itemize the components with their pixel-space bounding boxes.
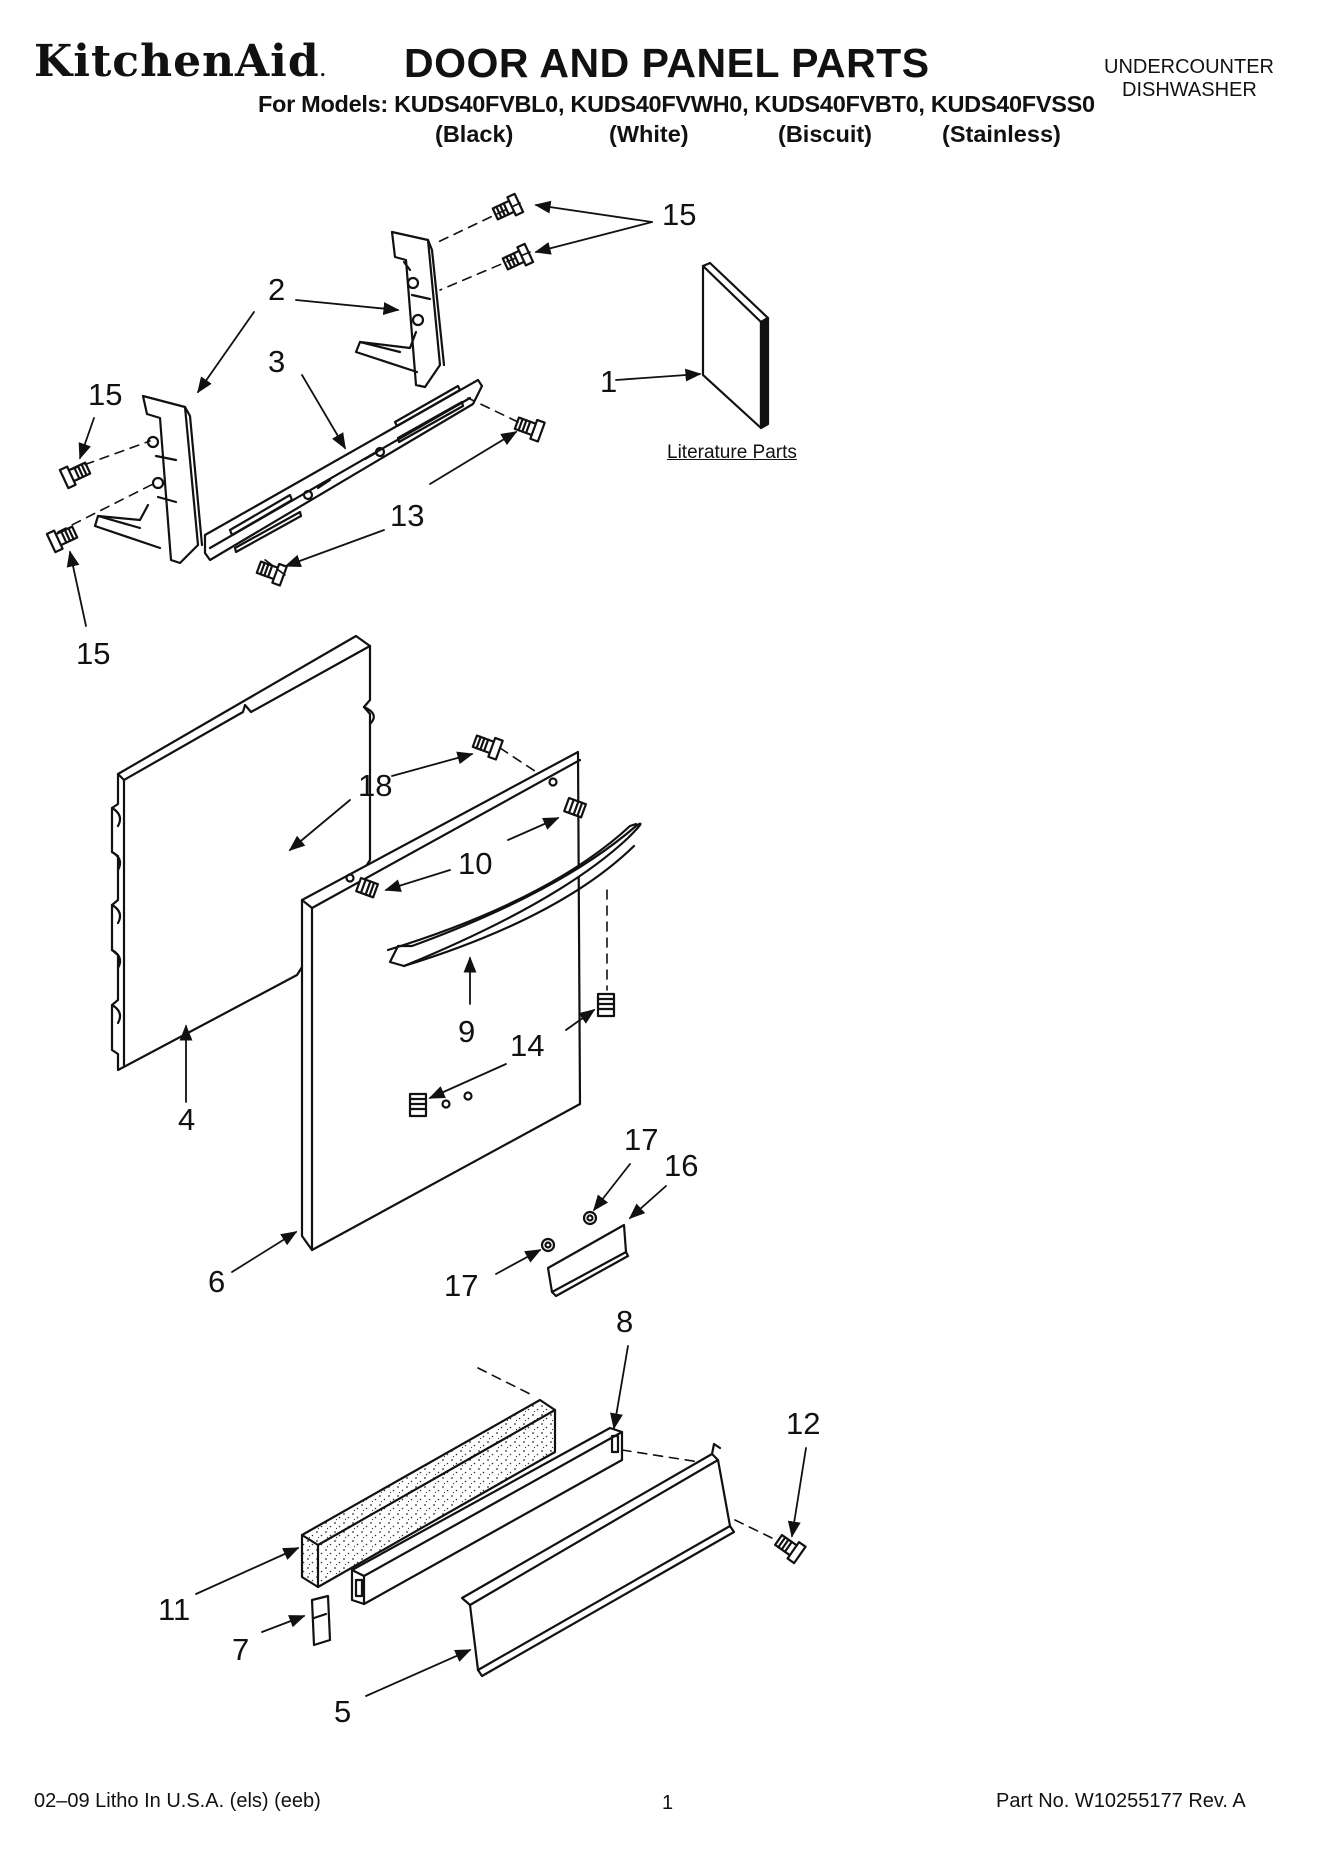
color-stainless: (Stainless) bbox=[942, 121, 1061, 147]
product-type-line2: DISHWASHER bbox=[1122, 79, 1257, 101]
callout-9: 9 bbox=[458, 1014, 475, 1049]
callout-18: 18 bbox=[358, 768, 392, 803]
brand-name: KitchenAid bbox=[34, 36, 320, 87]
literature-booklet bbox=[701, 261, 770, 430]
nameplate-nuts bbox=[540, 1210, 598, 1253]
left-mounting-bracket bbox=[93, 394, 204, 565]
nameplate-badge bbox=[546, 1223, 630, 1298]
footer-print-info: 02–09 Litho In U.S.A. (els) (eeb) bbox=[34, 1790, 321, 1812]
page-title: DOOR AND PANEL PARTS bbox=[404, 40, 930, 86]
callout-3: 3 bbox=[268, 344, 285, 379]
callout-2: 2 bbox=[268, 272, 285, 307]
callout-17-top: 17 bbox=[624, 1122, 658, 1157]
brand-mark: . bbox=[319, 60, 327, 81]
color-black: (Black) bbox=[435, 121, 514, 147]
leader-arrows bbox=[66, 200, 807, 1697]
callout-10: 10 bbox=[458, 846, 492, 881]
callout-11: 11 bbox=[158, 1592, 190, 1627]
callout-16: 16 bbox=[664, 1148, 698, 1183]
right-mounting-bracket bbox=[354, 230, 446, 389]
callout-1: 1 bbox=[600, 364, 617, 399]
mounting-clip bbox=[310, 1594, 332, 1647]
footer-part-number: Part No. W10255177 Rev. A bbox=[996, 1790, 1246, 1812]
callout-7: 7 bbox=[232, 1632, 249, 1667]
callout-6: 6 bbox=[208, 1264, 225, 1299]
color-white: (White) bbox=[609, 121, 689, 147]
color-biscuit: (Biscuit) bbox=[778, 121, 872, 147]
callout-12: 12 bbox=[786, 1406, 820, 1441]
footer-page-number: 1 bbox=[662, 1792, 674, 1814]
callout-15-top: 15 bbox=[662, 197, 696, 232]
product-type-line1: UNDERCOUNTER bbox=[1104, 56, 1274, 78]
toe-panel-bracket bbox=[350, 1426, 624, 1606]
door-handle bbox=[386, 822, 642, 968]
callout-5: 5 bbox=[334, 1694, 351, 1729]
brand-logo: KitchenAid. bbox=[34, 38, 327, 95]
outer-door-panel bbox=[300, 750, 582, 1252]
callout-13: 13 bbox=[390, 498, 424, 533]
kickplate bbox=[460, 1442, 736, 1678]
cross-rail bbox=[203, 378, 484, 562]
callout-17-bottom: 17 bbox=[444, 1268, 478, 1303]
callout-14: 14 bbox=[510, 1028, 544, 1063]
callout-numbers: 15 2 3 1 15 13 15 18 10 9 14 4 17 16 6 1… bbox=[76, 197, 820, 1729]
callout-15-left-top: 15 bbox=[88, 377, 122, 412]
models-line: For Models: KUDS40FVBL0, KUDS40FVWH0, KU… bbox=[258, 91, 1095, 117]
insulation-foam bbox=[300, 1398, 557, 1589]
threaded-inserts bbox=[408, 992, 616, 1118]
callout-15-left-bottom: 15 bbox=[76, 636, 110, 671]
literature-parts-label: Literature Parts bbox=[667, 442, 797, 463]
callout-8: 8 bbox=[616, 1304, 633, 1339]
callout-4: 4 bbox=[178, 1102, 195, 1137]
handle-studs bbox=[355, 796, 588, 899]
